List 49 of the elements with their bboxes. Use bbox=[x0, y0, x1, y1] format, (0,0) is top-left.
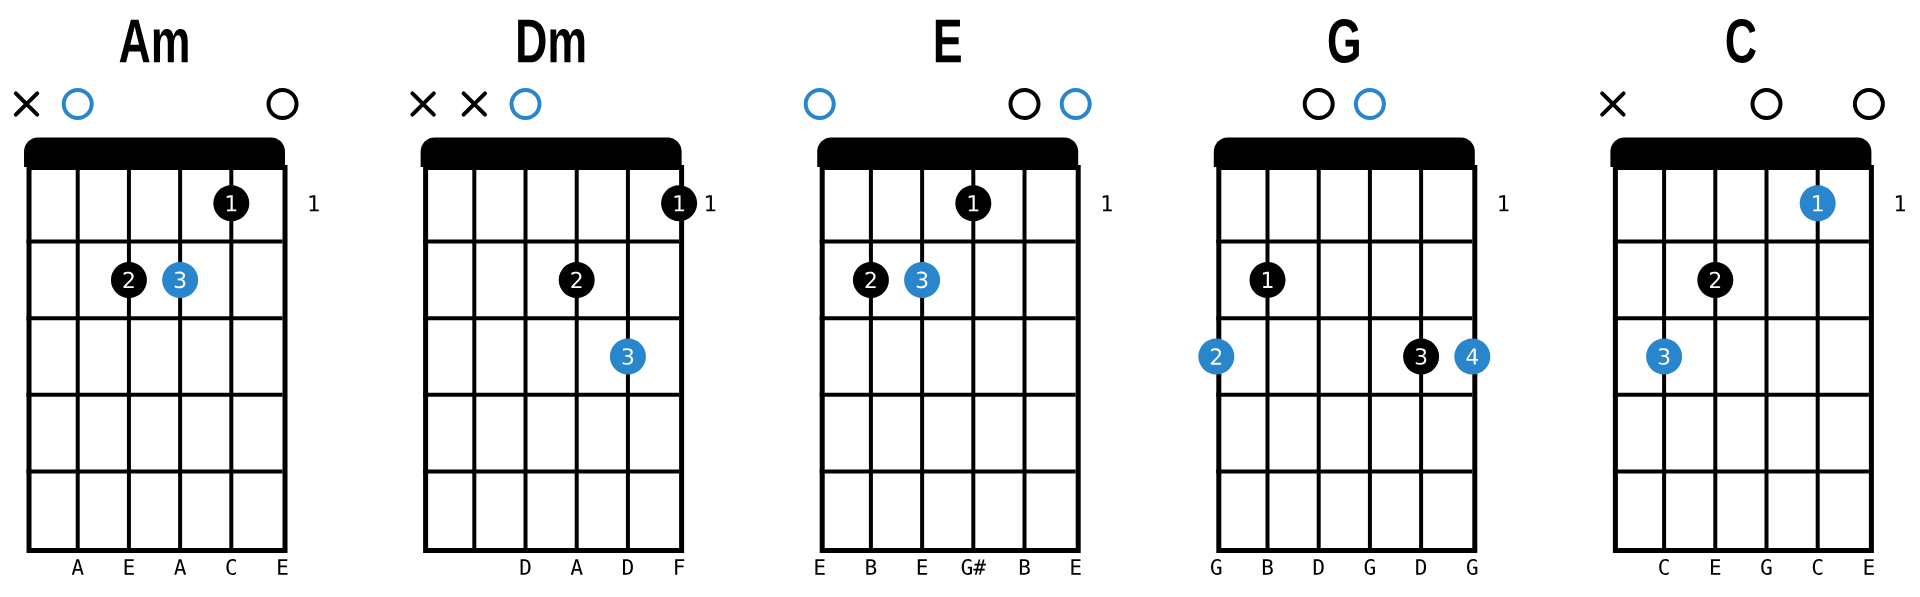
note-name: E bbox=[1711, 559, 1721, 575]
note-name: G bbox=[1211, 559, 1222, 575]
chord-name: E bbox=[935, 19, 961, 63]
chord-name: G bbox=[1328, 19, 1359, 63]
open-string-marker bbox=[1852, 88, 1885, 120]
open-string-marker bbox=[1059, 88, 1092, 120]
note-name: G bbox=[1761, 559, 1772, 575]
muted-string-marker bbox=[410, 91, 436, 117]
chord-name: Am bbox=[119, 19, 188, 63]
open-string-marker bbox=[509, 88, 542, 120]
open-string-marker bbox=[803, 88, 836, 120]
chord-name: C bbox=[1726, 19, 1756, 63]
open-string-marker bbox=[1750, 88, 1783, 120]
note-name: C bbox=[1659, 559, 1669, 575]
note-name: E bbox=[124, 559, 134, 575]
note-name: A bbox=[570, 559, 583, 575]
note-name: D bbox=[1313, 559, 1324, 575]
fret-number: 1 bbox=[1102, 195, 1112, 212]
note-name: B bbox=[1262, 559, 1273, 575]
open-string-marker bbox=[61, 88, 94, 120]
muted-string-marker bbox=[13, 91, 40, 117]
note-name: D bbox=[1416, 559, 1427, 575]
note-name: G bbox=[1364, 559, 1375, 575]
note-name: C bbox=[226, 559, 236, 575]
note-name: C bbox=[1812, 559, 1823, 575]
note-name: E bbox=[1864, 559, 1874, 575]
note-name: D bbox=[623, 559, 633, 575]
note-name: G bbox=[1467, 559, 1478, 575]
note-name: E bbox=[1071, 559, 1081, 575]
chord-name: Dm bbox=[518, 19, 585, 63]
note-name: A bbox=[174, 559, 187, 575]
open-string-marker bbox=[1353, 88, 1386, 120]
muted-string-marker bbox=[461, 91, 487, 117]
note-name: E bbox=[815, 559, 825, 575]
muted-string-marker bbox=[1600, 91, 1626, 117]
fret-number: 1 bbox=[309, 195, 319, 212]
note-name: E bbox=[917, 559, 928, 575]
fret-number: 1 bbox=[1895, 195, 1905, 212]
note-name: B bbox=[866, 559, 877, 575]
fret-number: 1 bbox=[1499, 195, 1509, 212]
open-string-marker bbox=[266, 88, 299, 120]
open-string-marker bbox=[1302, 88, 1335, 120]
note-name: F bbox=[675, 559, 685, 575]
note-name: A bbox=[71, 559, 84, 575]
note-name: D bbox=[520, 559, 531, 575]
note-name: G# bbox=[961, 559, 986, 575]
note-name: B bbox=[1019, 559, 1030, 575]
open-string-marker bbox=[1008, 88, 1041, 120]
note-name: E bbox=[278, 559, 288, 575]
